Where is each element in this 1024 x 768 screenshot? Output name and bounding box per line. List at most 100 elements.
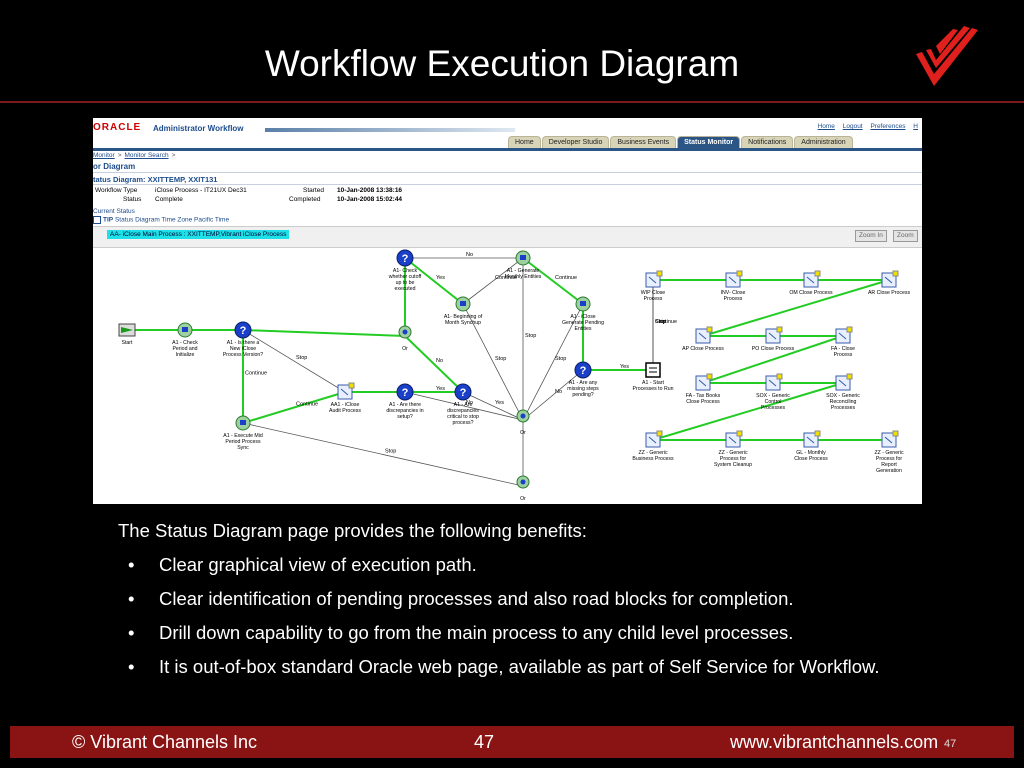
subprocess-badge-icon [348, 382, 355, 389]
diagram-node-label: discrepancies [447, 408, 479, 414]
tab-home[interactable]: Home [508, 136, 541, 148]
diagram-node-label: Audit Process [329, 408, 361, 414]
current-status-link[interactable]: Current Status [93, 208, 135, 215]
diagram-node-label: SOX - Generic [826, 393, 860, 399]
diagram-node[interactable]: AR Close Process [868, 270, 910, 296]
diagram-node-label: Start [122, 340, 134, 346]
subprocess-badge-icon [736, 270, 743, 277]
diagram-node[interactable]: PO Close Process [752, 326, 795, 352]
breadcrumb-monitor[interactable]: Monitor [93, 152, 115, 159]
checkmark-logo-icon [916, 26, 978, 86]
subprocess-arrow-icon [806, 276, 815, 284]
completed-label: Completed [289, 196, 321, 203]
global-link-logout[interactable]: Logout [842, 123, 863, 130]
diagram-node-label: missing steps [567, 386, 599, 392]
subprocess-arrow-icon [838, 379, 847, 387]
global-link-help[interactable]: H [913, 123, 918, 130]
diagram-edge-label: Continue [296, 402, 318, 408]
diagram-node[interactable]: Start [118, 323, 136, 346]
tab-administration[interactable]: Administration [794, 136, 853, 148]
diagram-edge-label: Stop [655, 319, 666, 325]
subprocess-badge-icon [892, 430, 899, 437]
diagram-toolbar: AA- iClose Main Process : XXITTEMP,Vibra… [93, 226, 922, 248]
diagram-edge-label: Yes [620, 364, 629, 370]
bullet-dot: • [128, 588, 135, 609]
diagram-node-label: A1 - Check [172, 340, 198, 346]
bullet-dot: • [128, 656, 135, 677]
zoom-out-button[interactable]: Zoom [893, 230, 918, 242]
diagram-edge [462, 303, 524, 421]
tab-underline [93, 148, 922, 151]
or-node-core-icon [520, 413, 526, 419]
diagram-node-label: A1 - Is there a [227, 340, 260, 346]
diagram-node[interactable]: Or [398, 325, 412, 352]
question-mark-glyph: ? [240, 325, 247, 337]
subprocess-badge-icon [776, 373, 783, 380]
diagram-node-label: Processes [761, 405, 786, 411]
global-link-preferences[interactable]: Preferences [870, 123, 906, 130]
diagram-node-label: Entities [574, 326, 591, 332]
tab-business-events[interactable]: Business Events [610, 136, 677, 148]
tab-notifications[interactable]: Notifications [741, 136, 794, 148]
subprocess-arrow-icon [884, 436, 893, 444]
process-name-highlight[interactable]: AA- iClose Main Process : XXITTEMP,Vibra… [107, 230, 290, 239]
diagram-node-label: AP Close Process [682, 346, 724, 352]
zoom-in-button[interactable]: Zoom In [855, 230, 887, 242]
diagram-edge-label: Yes [495, 400, 504, 406]
function-core-icon [520, 255, 526, 260]
subprocess-badge-icon [776, 326, 783, 333]
diagram-edge [242, 391, 346, 424]
diagram-node-label: AR Close Process [868, 290, 910, 296]
question-mark-glyph: ? [460, 387, 467, 399]
diagram-node-label: critical to stop [447, 414, 479, 420]
diagram-node-label: Process [644, 296, 663, 302]
diagram-node-label: FA - Tax Books [686, 393, 721, 399]
function-core-icon [460, 301, 466, 306]
subprocess-arrow-icon [768, 332, 777, 340]
subprocess-badge-icon [814, 430, 821, 437]
diagram-node-label: A1 - Are [454, 402, 473, 408]
diagram-edge-label: Stop [385, 449, 396, 455]
diagram-node-label: pending? [572, 392, 593, 398]
global-link-home[interactable]: Home [817, 123, 835, 130]
status-value: Complete [155, 196, 183, 203]
diagram-node[interactable]: Or [516, 475, 530, 502]
subprocess-badge-icon [892, 270, 899, 277]
diagram-node[interactable]: OM Close Process [789, 270, 833, 296]
breadcrumb-monitor-search[interactable]: Monitor Search [124, 152, 169, 159]
diagram-edge-label: No [436, 358, 443, 364]
diagram-node[interactable]: Or [516, 409, 530, 436]
workflow-type-label: Workflow Type [95, 187, 138, 194]
diagram-edge [702, 279, 890, 337]
diagram-node-label: whether cutoff [389, 274, 422, 280]
diagram-node[interactable]: AP Close Process [682, 326, 724, 352]
diagram-node-label: A1 - Start [642, 380, 664, 386]
diagram-node-label: AA1 - iClose [331, 402, 360, 408]
tab-developer-studio[interactable]: Developer Studio [541, 136, 610, 148]
diagram-node-label: ZZ - Generic [874, 450, 904, 456]
diagram-node-label: System Cleanup [714, 462, 752, 468]
tab-status-monitor[interactable]: Status Monitor [677, 136, 741, 148]
